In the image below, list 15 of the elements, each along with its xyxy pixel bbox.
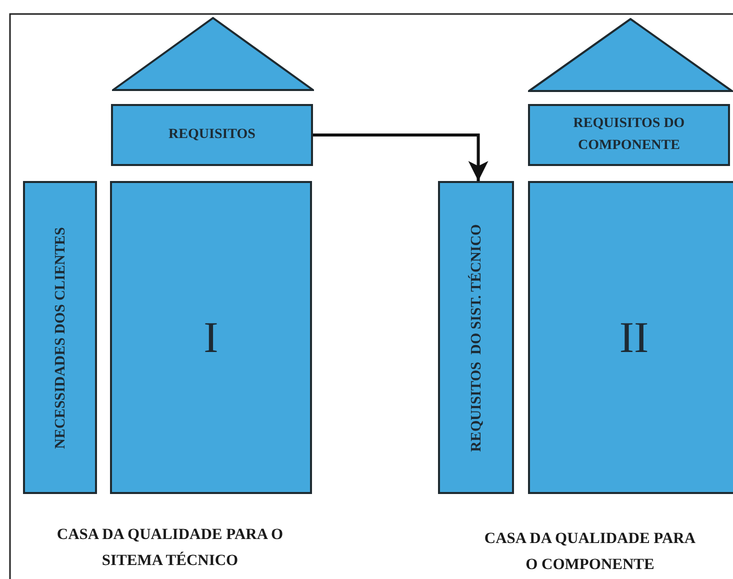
column-heading: REQUISITOS DO SIST. TÉCNICO: [468, 222, 484, 454]
header-box: [111, 104, 313, 166]
roof-triangle: [112, 17, 314, 91]
requirements-column: [438, 181, 514, 494]
roof-triangle: [528, 18, 733, 92]
header-box: [528, 104, 730, 166]
row-heading: REQUISITOS DO COMPONENTE: [572, 115, 686, 155]
matrix-box: [528, 181, 733, 494]
column-heading: NECESSIDADES DOS CLIENTES: [52, 226, 68, 451]
arrow: [313, 134, 488, 181]
house-caption: CASA DA QUALIDADE PARA O SITEMA TÉCNICO: [56, 525, 284, 571]
matrix-box: [110, 181, 312, 494]
requirements-column: [23, 181, 97, 494]
house-caption: CASA DA QUALIDADE PARA O COMPONENTE: [483, 529, 697, 575]
row-heading: REQUISITOS: [168, 126, 256, 144]
